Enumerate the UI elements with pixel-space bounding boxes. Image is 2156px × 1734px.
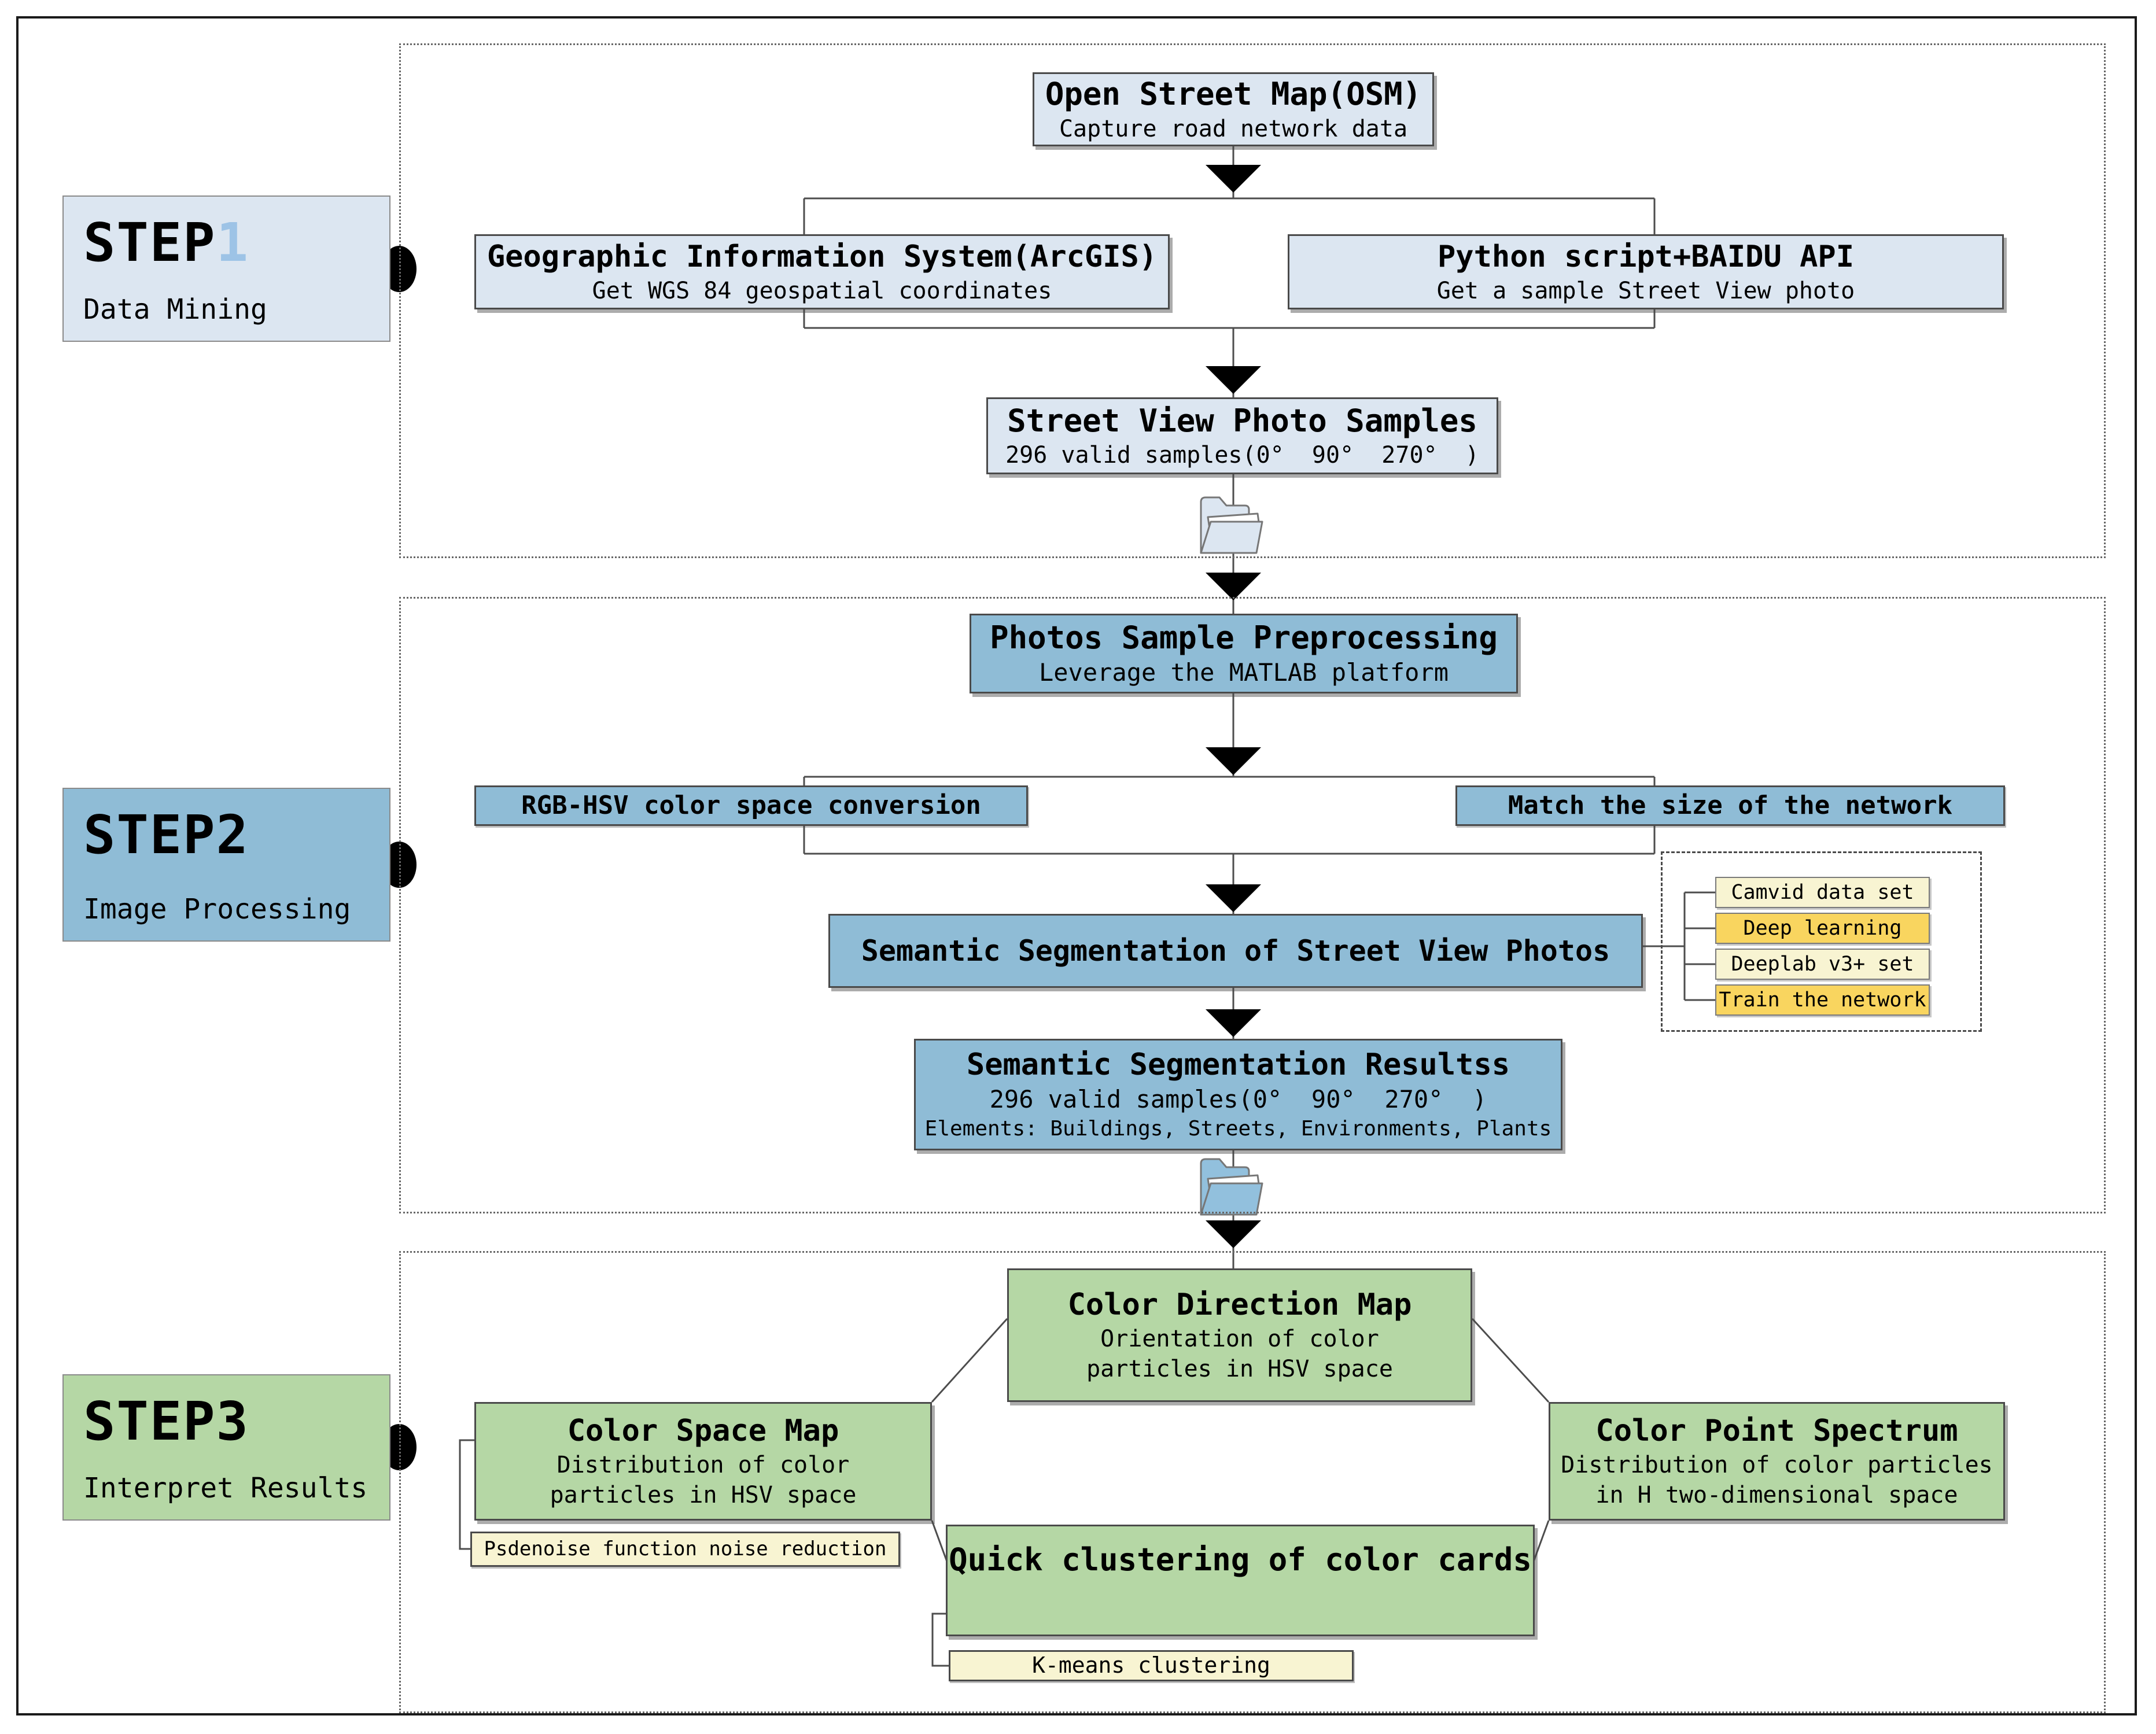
color-direction-map-box: Color Direction Map Orientation of color… bbox=[1007, 1268, 1472, 1402]
preprocessing-box: Photos Sample Preprocessing Leverage the… bbox=[970, 614, 1518, 693]
color-space-map-box: Color Space Map Distribution of color pa… bbox=[474, 1402, 932, 1521]
color-point-spectrum-box: Color Point Spectrum Distribution of col… bbox=[1549, 1402, 2005, 1521]
osm-title: Open Street Map(OSM) bbox=[1045, 76, 1422, 113]
results-line2: 296 valid samples(0° 90° 270° ) bbox=[989, 1085, 1487, 1114]
step3-subtitle: Interpret Results bbox=[83, 1472, 368, 1504]
python-title: Python script+BAIDU API bbox=[1437, 239, 1855, 274]
python-api-box: Python script+BAIDU API Get a sample Str… bbox=[1288, 234, 2004, 309]
street-view-samples-box: Street View Photo Samples 296 valid samp… bbox=[986, 397, 1498, 474]
preprocessing-subtitle: Leverage the MATLAB platform bbox=[1038, 658, 1449, 687]
psdenoise-label: Psdenoise function noise reduction bbox=[484, 1537, 887, 1561]
segmentation-results-box: Semantic Segmentation Resultss 296 valid… bbox=[914, 1039, 1562, 1150]
color-space-sub1: Distribution of color bbox=[556, 1452, 850, 1478]
preprocessing-title: Photos Sample Preprocessing bbox=[990, 619, 1498, 656]
color-direction-sub1: Orientation of color bbox=[1100, 1326, 1379, 1352]
osm-box: Open Street Map(OSM) Capture road networ… bbox=[1033, 72, 1434, 146]
step3-label-box: STEP3 Interpret Results bbox=[62, 1374, 390, 1521]
deep-learning-box: Deep learning bbox=[1715, 913, 1930, 944]
color-direction-title: Color Direction Map bbox=[1067, 1287, 1412, 1322]
step2-region bbox=[399, 597, 2106, 1213]
step3-region bbox=[399, 1251, 2106, 1713]
step2-label-box: STEP2 Image Processing bbox=[62, 788, 390, 942]
results-line3: Elements: Buildings, Streets, Environmen… bbox=[924, 1116, 1552, 1141]
camvid-dataset-label: Camvid data set bbox=[1731, 881, 1914, 904]
osm-subtitle: Capture road network data bbox=[1059, 115, 1408, 142]
color-space-title: Color Space Map bbox=[567, 1414, 839, 1448]
kmeans-label: K-means clustering bbox=[1032, 1652, 1270, 1678]
outer-frame bbox=[16, 16, 2137, 1715]
quick-clustering-box: Quick clustering of color cards bbox=[946, 1525, 1535, 1636]
camvid-dataset-box: Camvid data set bbox=[1715, 877, 1930, 908]
deeplab-set-label: Deeplab v3+ set bbox=[1731, 953, 1914, 976]
color-space-sub2: particles in HSV space bbox=[550, 1482, 857, 1508]
psdenoise-box: Psdenoise function noise reduction bbox=[470, 1532, 900, 1567]
step1-label-box: STEP1 Data Mining bbox=[62, 195, 390, 342]
step2-subtitle: Image Processing bbox=[83, 893, 351, 925]
train-network-box: Train the network bbox=[1715, 984, 1930, 1016]
match-network-label: Match the size of the network bbox=[1508, 791, 1953, 821]
kmeans-box: K-means clustering bbox=[949, 1650, 1354, 1681]
arcgis-subtitle: Get WGS 84 geospatial coordinates bbox=[592, 277, 1052, 304]
results-title: Semantic Segmentation Resultss bbox=[966, 1047, 1510, 1083]
semantic-segmentation-label: Semantic Segmentation of Street View Pho… bbox=[861, 934, 1610, 968]
step1-title: STEP1 bbox=[83, 212, 249, 274]
step1-region bbox=[399, 43, 2106, 558]
quick-clustering-label: Quick clustering of color cards bbox=[949, 1541, 1532, 1578]
rgb-hsv-label: RGB-HSV color space conversion bbox=[521, 791, 981, 821]
color-spectrum-title: Color Point Spectrum bbox=[1595, 1414, 1958, 1448]
color-spectrum-sub1: Distribution of color particles bbox=[1561, 1452, 1993, 1478]
color-spectrum-sub2: in H two-dimensional space bbox=[1595, 1482, 1958, 1508]
color-direction-sub2: particles in HSV space bbox=[1086, 1356, 1393, 1382]
samples-title: Street View Photo Samples bbox=[1007, 402, 1477, 439]
match-network-box: Match the size of the network bbox=[1455, 785, 2005, 826]
step1-subtitle: Data Mining bbox=[83, 293, 267, 326]
arcgis-box: Geographic Information System(ArcGIS) Ge… bbox=[474, 234, 1170, 309]
deep-learning-label: Deep learning bbox=[1743, 917, 1902, 940]
training-panel bbox=[1661, 851, 1982, 1032]
samples-subtitle: 296 valid samples(0° 90° 270° ) bbox=[1005, 442, 1479, 469]
step1-number: 1 bbox=[216, 212, 249, 274]
step2-title: STEP2 bbox=[83, 804, 249, 866]
semantic-segmentation-box: Semantic Segmentation of Street View Pho… bbox=[828, 914, 1643, 988]
step3-title: STEP3 bbox=[83, 1390, 249, 1452]
train-network-label: Train the network bbox=[1719, 988, 1926, 1012]
arcgis-title: Geographic Information System(ArcGIS) bbox=[487, 239, 1158, 274]
rgb-hsv-box: RGB-HSV color space conversion bbox=[474, 785, 1028, 826]
python-subtitle: Get a sample Street View photo bbox=[1436, 277, 1855, 304]
deeplab-set-box: Deeplab v3+ set bbox=[1715, 949, 1930, 980]
